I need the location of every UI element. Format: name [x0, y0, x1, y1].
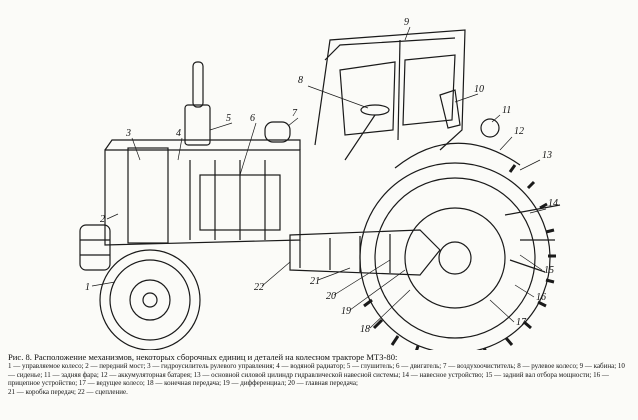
callout-11: 11: [502, 105, 511, 116]
callout-numbers: 1 2 3 4 5 6 7 8 9 10 11 12 13 14 15 16 1…: [85, 17, 558, 335]
cab: [314, 29, 466, 151]
callout-21: 21: [310, 276, 320, 287]
muffler: [184, 104, 211, 146]
front-wheel: [99, 249, 201, 350]
callout-19: 19: [341, 306, 351, 317]
hood: [104, 149, 301, 246]
callout-4: 4: [176, 128, 181, 139]
callout-15: 15: [544, 265, 554, 276]
callout-1: 1: [85, 282, 90, 293]
callout-16: 16: [536, 292, 546, 303]
callout-18: 18: [360, 324, 370, 335]
callout-12: 12: [514, 126, 524, 137]
callout-9: 9: [404, 17, 409, 28]
legend-line-2: 21 — коробка передач; 22 — сцепление.: [8, 388, 128, 397]
callout-7: 7: [292, 108, 298, 119]
callout-2: 2: [100, 214, 105, 225]
rear-wheel: [359, 162, 556, 350]
callout-13: 13: [542, 150, 552, 161]
callout-8: 8: [298, 75, 303, 86]
callout-22: 22: [254, 282, 264, 293]
callout-14: 14: [548, 198, 558, 209]
callout-17: 17: [516, 317, 527, 328]
legend-line-1: 1 — управляемое колесо; 2 — передний мос…: [8, 362, 625, 388]
exhaust-pipe: [192, 61, 204, 108]
callout-20: 20: [326, 291, 336, 302]
callout-10: 10: [474, 84, 484, 95]
callout-6: 6: [250, 113, 255, 124]
callout-5: 5: [226, 113, 231, 124]
figure-title: Рис. 8. Расположение механизмов, некотор…: [8, 352, 398, 362]
figure-caption: Рис. 8. Расположение механизмов, некотор…: [8, 352, 632, 397]
callout-3: 3: [125, 128, 131, 139]
tractor-cutaway-drawing: 1 2 3 4 5 6 7 8 9 10 11 12 13 14 15 16 1…: [79, 17, 561, 350]
